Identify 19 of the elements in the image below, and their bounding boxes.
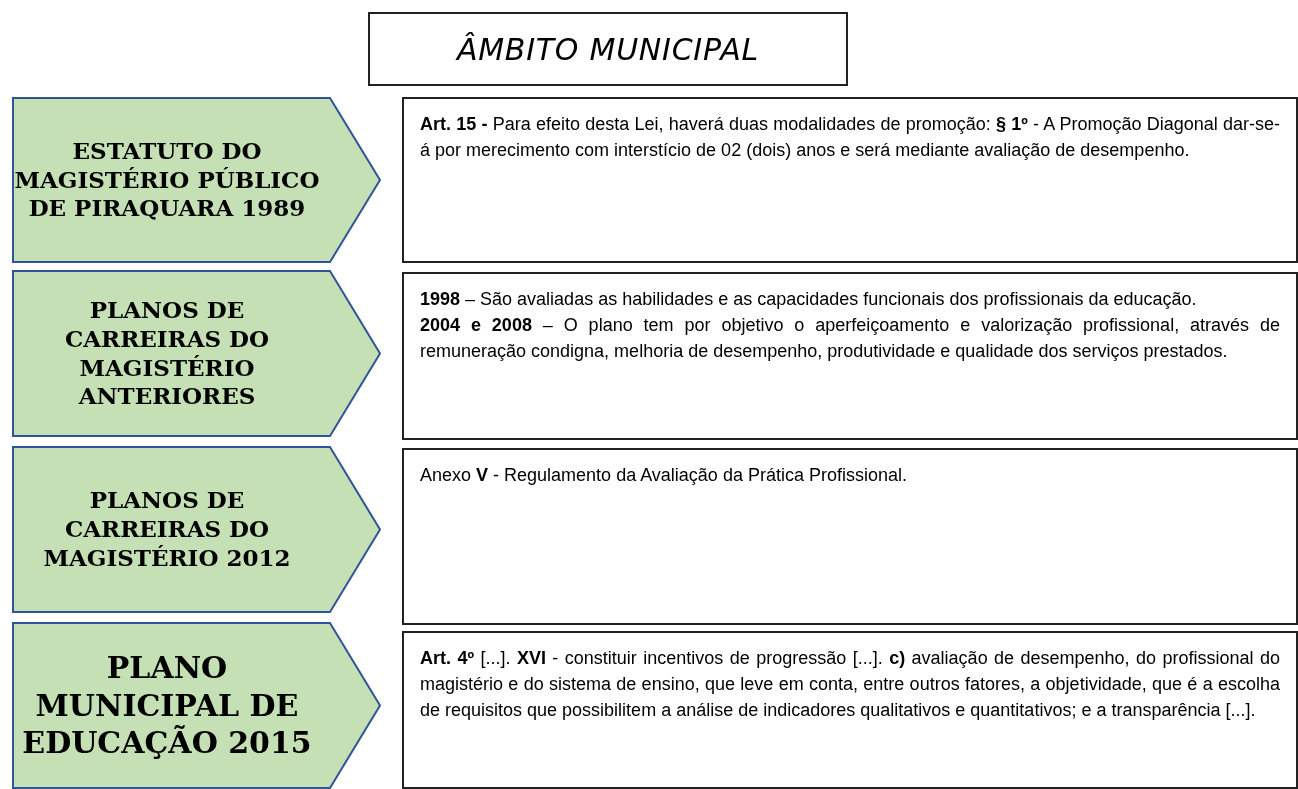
arrow-label-shape [12,622,382,789]
text-box [402,448,1298,625]
text-box [402,97,1298,263]
text-box [402,272,1298,440]
arrow-label-shape [12,270,382,437]
paragraph: Anexo V - Regulamento da Avaliação da Prática Profissional. [420,464,908,487]
text-box [402,631,1298,789]
arrow-label-text: PLANOS DE CARREIRAS DO MAGISTÉRIO 2012 [42,486,292,573]
title-box [368,12,848,86]
title-text: ÂMBITO MUNICIPAL [456,30,760,69]
arrow-label-shape [12,97,382,263]
arrow-label-text: PLANOS DE CARREIRAS DO MAGISTÉRIO ANTERIORES [63,296,271,411]
arrow-label-text: ESTATUTO DO MAGISTÉRIO PÚBLICO DE PIRAQUARA 1989 [13,136,321,224]
arrow-label-shape [12,446,382,613]
paragraph: 1998 – São avaliadas as habilidades e as capacidades funcionais dos profissionais da educação. [420,288,1198,311]
paragraph: Art. 4º [...]. XVI - constituir incentivos de progressão [...]. c) avaliação de desempenho, do profissional do magistério e do sistema de ensino, que leve em conta, entre outros fatores, a objetividade, que é a escolha de requisitos que possibilitem a análise de indicadores qualitativos e quantitativos; e a transparência [...]. [420,647,1280,723]
paragraph: Art. 15 - Para efeito desta Lei, haverá duas modalidades de promoção: § 1º - A Promoção Diagonal dar-se-á por merecimento com interstício de 02 (dois) anos e será mediante avaliação de desempenho. [420,113,1280,163]
arrow-label-text: PLANO MUNICIPAL DE EDUCAÇÃO 2015 [21,649,313,762]
paragraph: 2004 e 2008 – O plano tem por objetivo o aperfeiçoamento e valorização profissional, através de remuneração condigna, melhoria de desempenho, produtividade e qualidade dos serviços prestados. [420,314,1280,364]
